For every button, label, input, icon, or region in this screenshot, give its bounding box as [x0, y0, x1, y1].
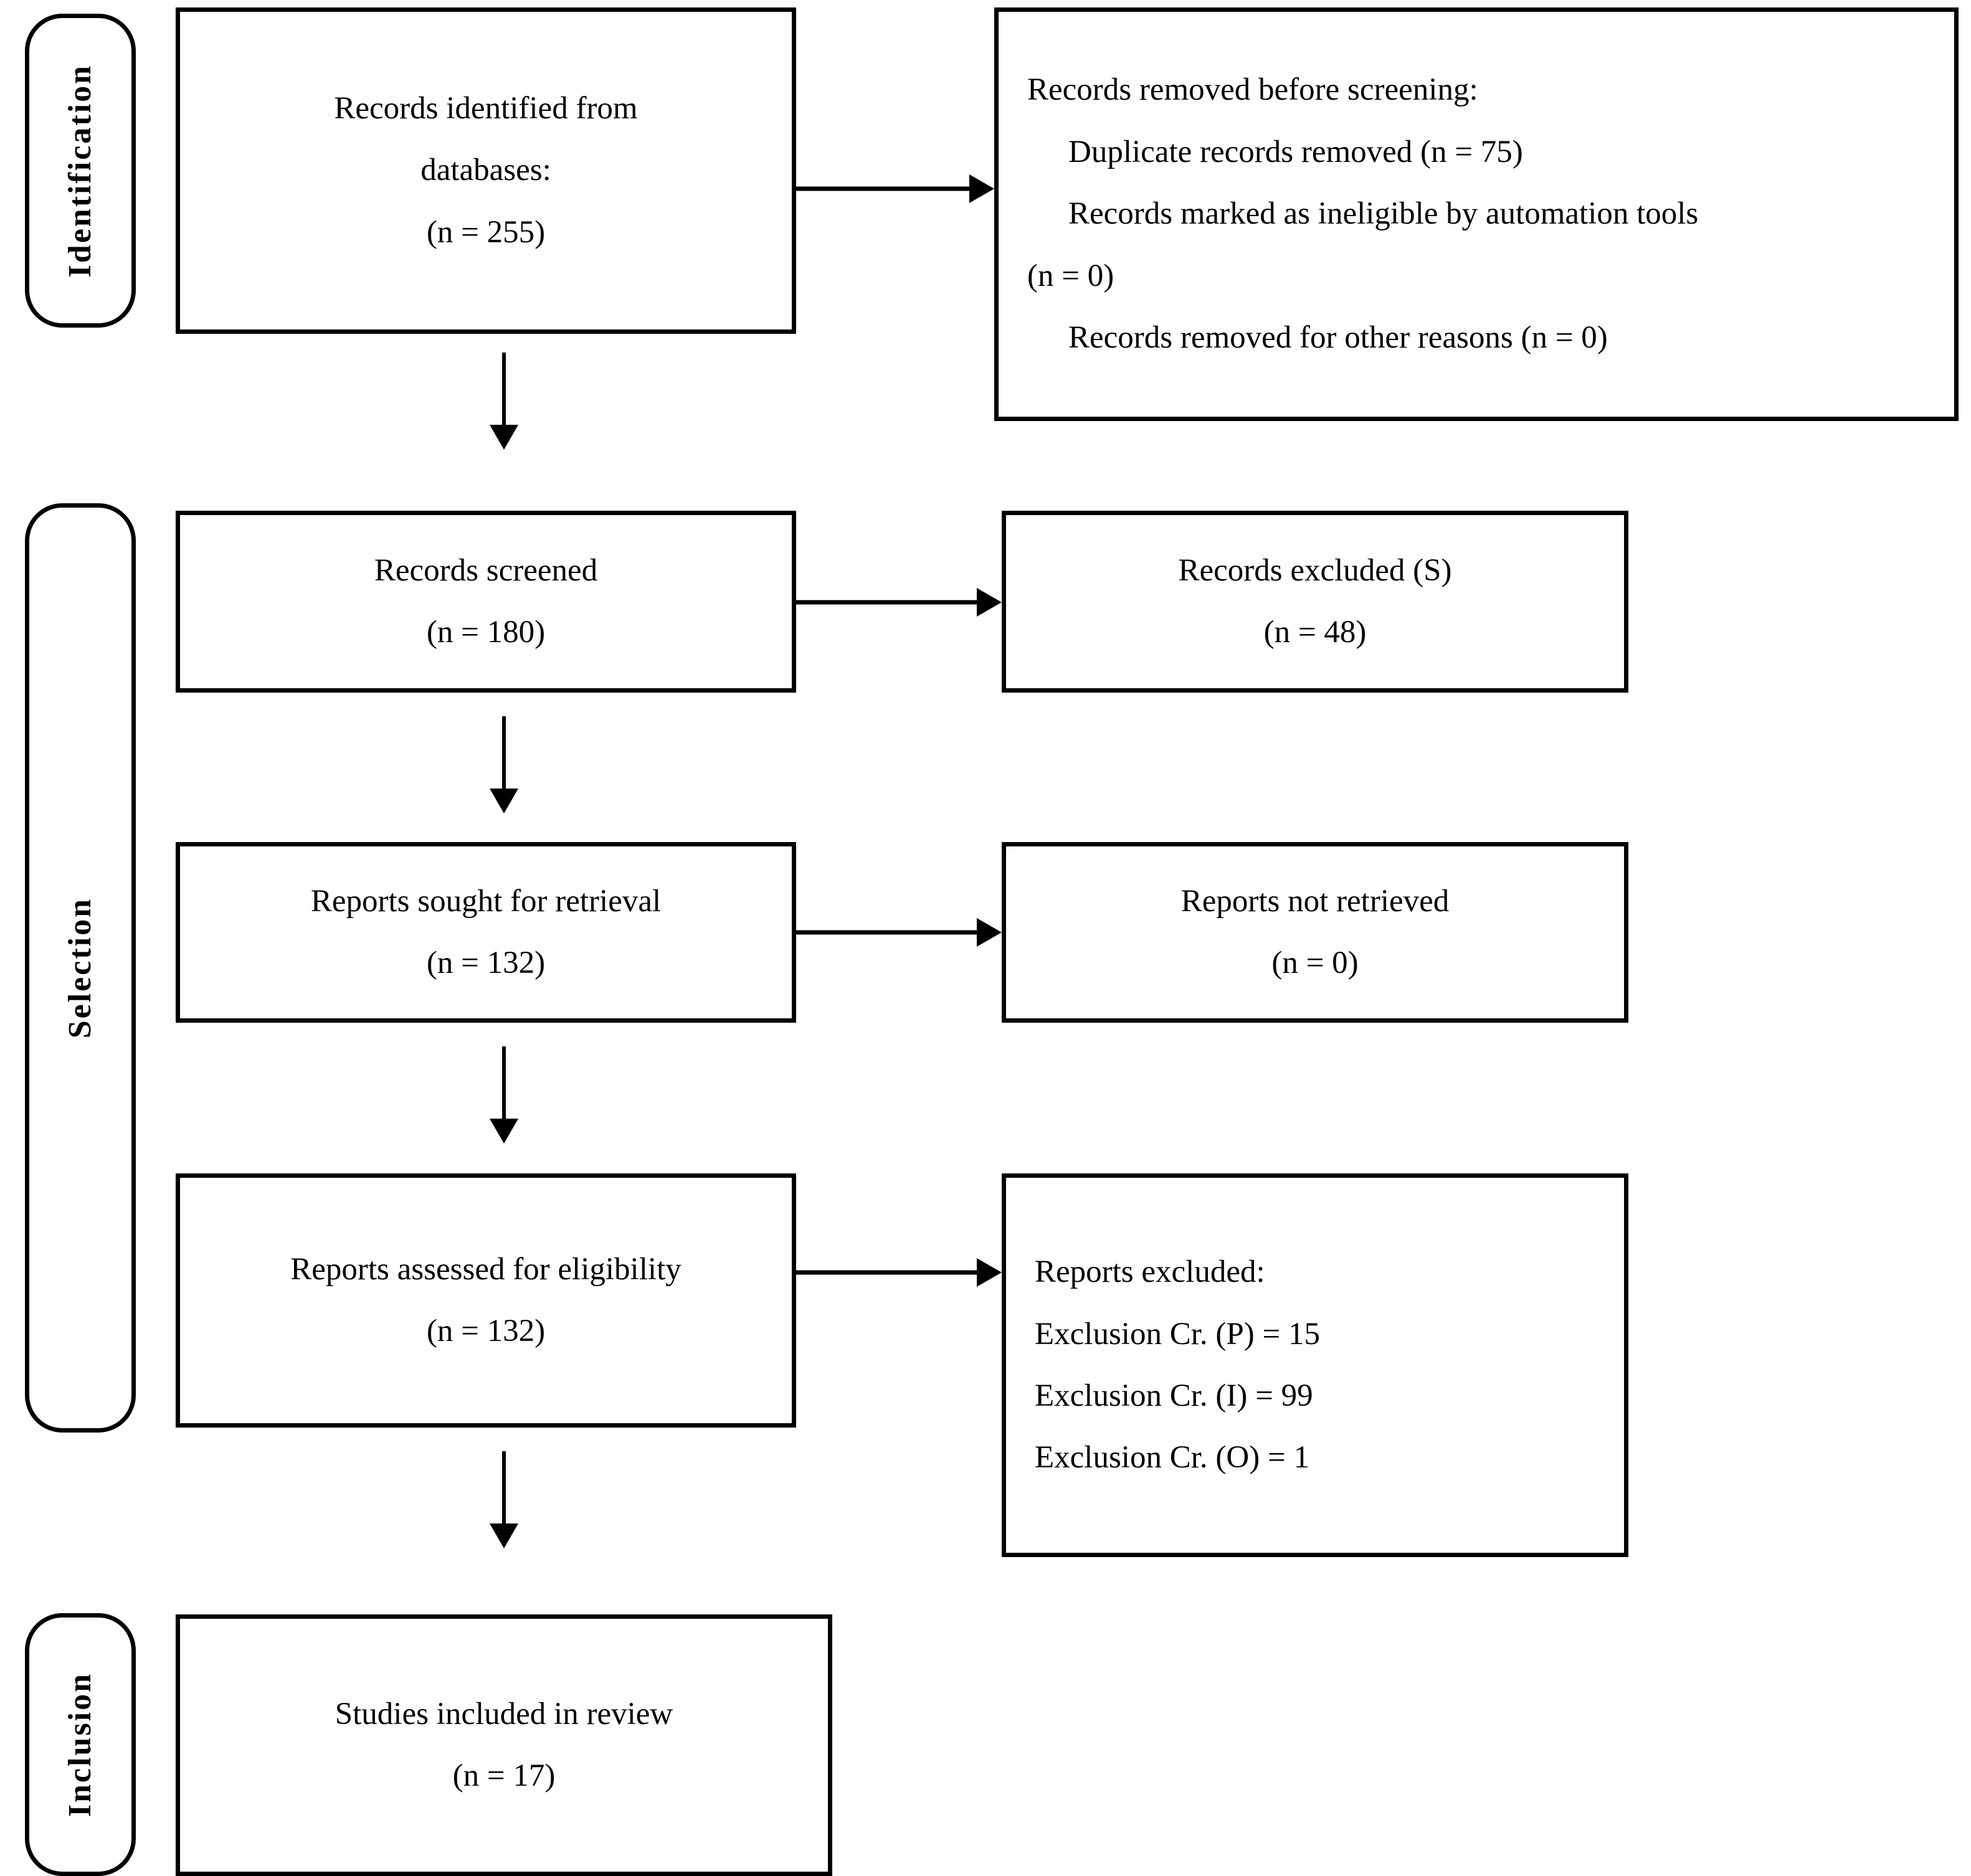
stage-tab-selection: Selection: [25, 503, 136, 1433]
arrow-head: [490, 789, 518, 813]
box-reports-sought-line-2: (n = 132): [426, 945, 546, 980]
arrow-shaft: [502, 1451, 506, 1526]
box-records-excluded-line-1: Records excluded (S): [1178, 552, 1452, 588]
box-reports-sought-line-1: Reports sought for retrieval: [310, 883, 662, 919]
arrow-assessed-to-included: [490, 1451, 518, 1548]
arrow-sought-to-not-retrieved: [796, 918, 1002, 947]
box-records-screened-line-1: Records screened: [374, 552, 598, 588]
arrow-assessed-to-reports-excluded: [796, 1258, 1002, 1287]
box-studies-included-line-1: Studies included in review: [335, 1696, 673, 1732]
box-reports-not-retrieved-line-1: Reports not retrieved: [1180, 883, 1450, 919]
stage-tab-selection-label: Selection: [62, 897, 98, 1039]
arrow-shaft: [796, 930, 979, 935]
arrow-head: [490, 1119, 518, 1144]
box-records-screened-line-2: (n = 180): [426, 615, 546, 650]
arrow-screened-to-sought: [490, 716, 518, 813]
box-studies-included-line-2: (n = 17): [452, 1758, 556, 1793]
arrow-screened-to-excluded: [796, 588, 1002, 617]
box-records-removed-line-1: Records removed before screening:: [1027, 72, 1478, 108]
box-reports-not-retrieved-line-2: (n = 0): [1271, 945, 1359, 980]
box-records-removed-line-5: Records removed for other reasons (n = 0…: [1068, 320, 1608, 356]
arrow-shaft: [796, 600, 979, 605]
box-records-removed-line-3: Records marked as ineligible by automati…: [1068, 196, 1699, 232]
arrow-shaft: [502, 1046, 506, 1121]
box-reports-excluded-line-4: Exclusion Cr. (O) = 1: [1035, 1440, 1309, 1476]
box-records-identified-line-1: Records identified from: [334, 90, 638, 126]
box-reports-excluded-line-3: Exclusion Cr. (I) = 99: [1035, 1378, 1313, 1413]
arrow-head: [490, 425, 518, 450]
box-records-removed-line-4: (n = 0): [1027, 258, 1114, 293]
box-reports-assessed-line-2: (n = 132): [426, 1314, 546, 1348]
box-reports-excluded-line-1: Reports excluded:: [1035, 1254, 1265, 1290]
box-records-removed: Records removed before screening: Duplic…: [994, 7, 1959, 421]
stage-tab-identification: Identification: [25, 14, 136, 328]
box-reports-sought: Reports sought for retrieval (n = 132): [176, 842, 796, 1023]
stage-tab-inclusion: Inclusion: [25, 1613, 136, 1876]
arrow-shaft: [796, 1270, 979, 1275]
arrow-head: [969, 174, 994, 203]
arrow-head: [977, 1258, 1002, 1287]
arrow-sought-to-assessed: [490, 1046, 518, 1144]
box-reports-not-retrieved: Reports not retrieved (n = 0): [1002, 842, 1628, 1023]
box-records-excluded: Records excluded (S) (n = 48): [1002, 511, 1628, 693]
box-records-screened: Records screened (n = 180): [176, 511, 796, 693]
arrow-shaft: [502, 353, 506, 427]
arrow-head: [977, 918, 1002, 947]
arrow-identified-to-removed: [796, 174, 994, 203]
arrow-head: [490, 1523, 518, 1548]
arrow-head: [977, 588, 1002, 617]
arrow-shaft: [502, 716, 506, 791]
box-reports-assessed-line-1: Reports assessed for eligibility: [290, 1251, 682, 1287]
box-records-identified-line-3: (n = 255): [426, 214, 546, 250]
box-records-identified: Records identified from databases: (n = …: [176, 7, 796, 334]
box-reports-assessed: Reports assessed for eligibility (n = 13…: [176, 1173, 796, 1428]
arrow-identified-to-screened: [490, 353, 518, 450]
box-reports-excluded-line-2: Exclusion Cr. (P) = 15: [1035, 1316, 1321, 1352]
box-reports-excluded: Reports excluded: Exclusion Cr. (P) = 15…: [1002, 1173, 1628, 1557]
box-records-excluded-line-2: (n = 48): [1263, 615, 1367, 650]
stage-tab-inclusion-label: Inclusion: [62, 1672, 98, 1817]
box-records-identified-line-2: databases:: [420, 153, 551, 188]
box-studies-included: Studies included in review (n = 17): [176, 1614, 832, 1876]
arrow-shaft: [796, 186, 972, 191]
box-records-removed-line-2: Duplicate records removed (n = 75): [1068, 134, 1523, 169]
stage-tab-identification-label: Identification: [62, 64, 98, 278]
